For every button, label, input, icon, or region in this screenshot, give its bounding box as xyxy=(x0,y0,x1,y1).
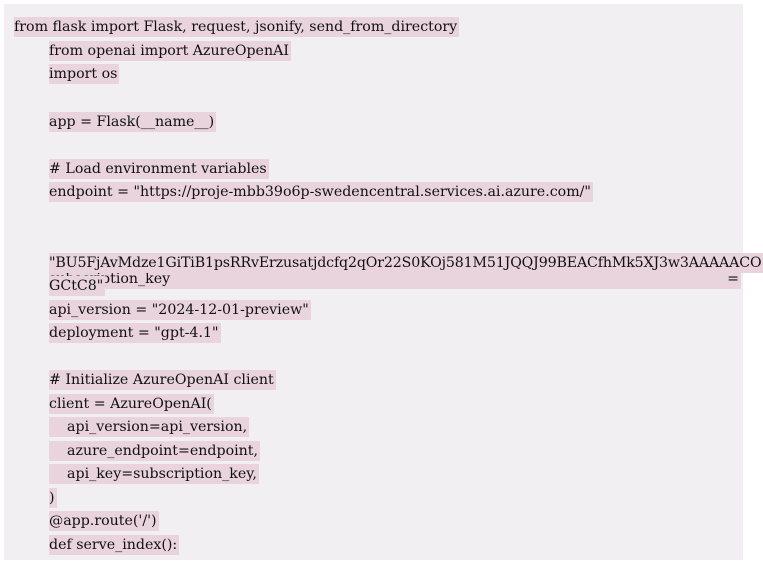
code-line: azure_endpoint=endpoint, xyxy=(49,441,743,461)
code-line-text: = xyxy=(727,271,739,287)
code-line-text: client = AzureOpenAI( xyxy=(49,394,214,414)
code-line: api_version = "2024-12-01-preview" xyxy=(49,300,743,320)
code-line: GCtC8" xyxy=(49,276,743,296)
code-line-text: deployment = "gpt-4.1" xyxy=(49,323,221,343)
code-line: api_version=api_version, xyxy=(49,417,743,437)
code-line-text: # Initialize AzureOpenAI client xyxy=(49,370,276,390)
code-line: "BU5FjAvMdze1GiTiB1psRRvErzusatjdcfq2qOr… xyxy=(49,253,763,273)
code-line: api_key=subscription_key, xyxy=(49,464,743,484)
code-line-text: "BU5FjAvMdze1GiTiB1psRRvErzusatjdcfq2qOr… xyxy=(49,253,763,273)
code-line-text: @app.route('/') xyxy=(49,511,159,531)
code-block: from flask import Flask, request, jsonif… xyxy=(4,4,763,560)
code-line: from flask import Flask, request, jsonif… xyxy=(14,17,743,37)
code-line-text: from flask import Flask, request, jsonif… xyxy=(14,17,460,37)
code-line: import os xyxy=(49,64,743,84)
code-line-text: azure_endpoint=endpoint, xyxy=(49,441,261,461)
code-line-text: GCtC8" xyxy=(49,276,106,296)
code-line-text: ) xyxy=(49,488,57,508)
code-line: deployment = "gpt-4.1" xyxy=(49,323,743,343)
code-line: @app.route('/') xyxy=(49,511,743,531)
code-line: subscription_key= xyxy=(49,229,741,289)
code-line-text: # Load environment variables xyxy=(49,159,269,179)
code-line: client = AzureOpenAI( xyxy=(49,394,743,414)
code-line: def serve_index(): xyxy=(49,535,743,555)
code-line-text: api_version = "2024-12-01-preview" xyxy=(49,300,311,320)
code-line: ) xyxy=(49,488,743,508)
document-page: from flask import Flask, request, jsonif… xyxy=(4,4,763,560)
code-line-text: from openai import AzureOpenAI xyxy=(49,41,291,61)
code-line: app = Flask(__name__) xyxy=(49,112,743,132)
code-line: # Load environment variables xyxy=(49,159,743,179)
code-line-highlight: subscription_key= xyxy=(49,269,741,289)
code-line-text: app = Flask(__name__) xyxy=(49,112,217,132)
code-line-text: api_version=api_version, xyxy=(49,417,250,437)
code-line-text: def serve_index(): xyxy=(49,535,180,555)
code-line: # Initialize AzureOpenAI client xyxy=(49,370,743,390)
code-line-text: import os xyxy=(49,64,120,84)
code-line-text: endpoint = "https://proje-mbb39o6p-swede… xyxy=(49,182,593,202)
code-line-text: api_key=subscription_key, xyxy=(49,464,259,484)
code-line: endpoint = "https://proje-mbb39o6p-swede… xyxy=(49,182,743,202)
code-line: from openai import AzureOpenAI xyxy=(49,41,743,61)
